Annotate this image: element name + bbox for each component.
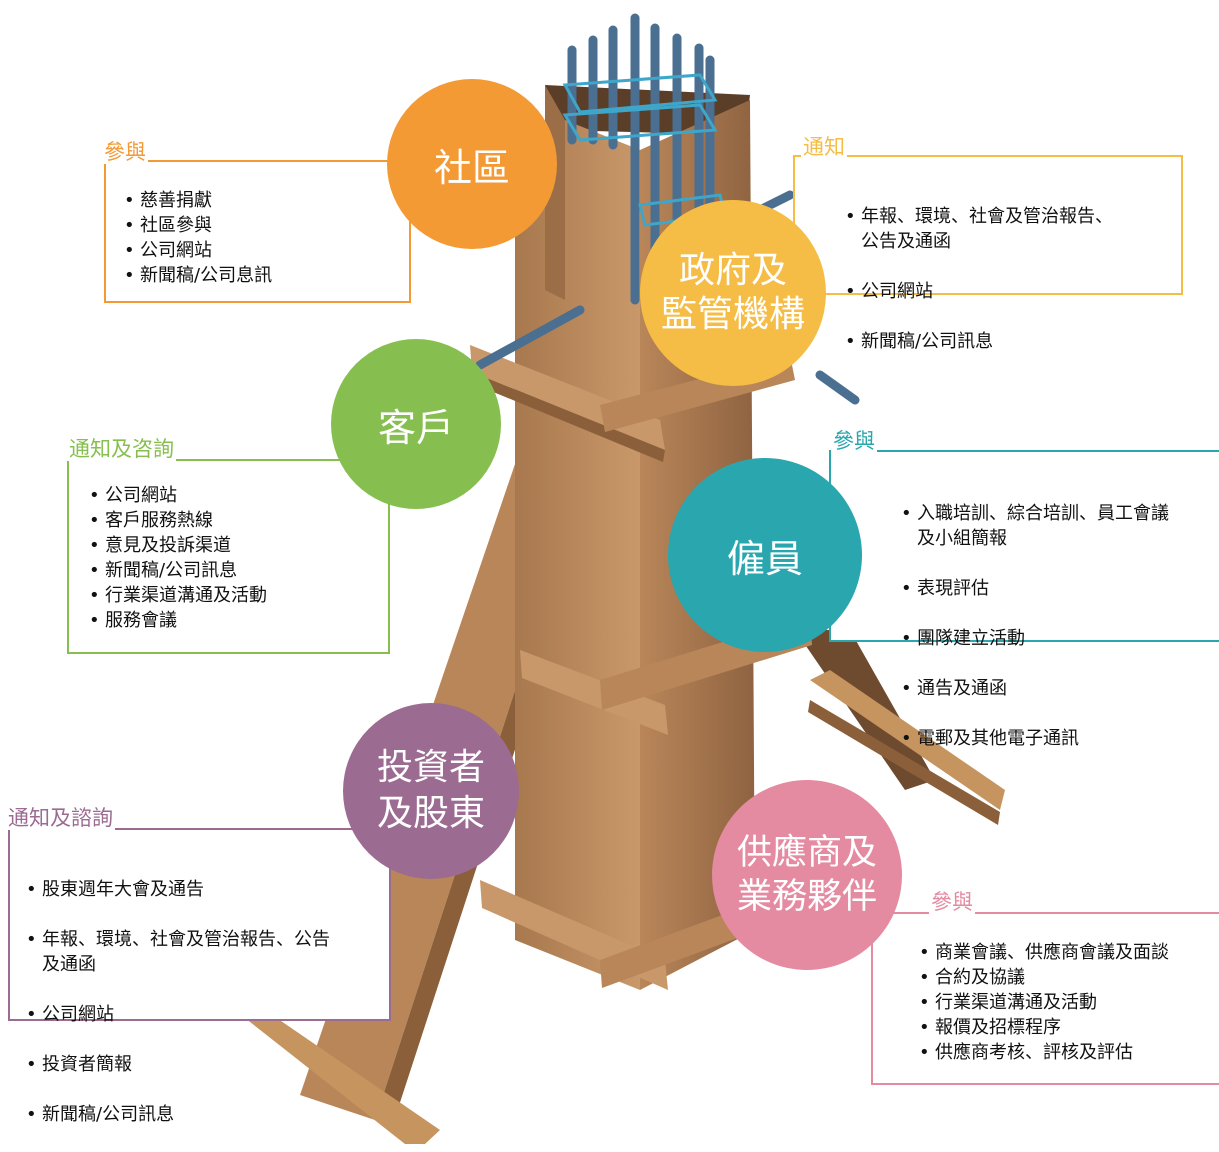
suppliers-box: 參與 商業會議、供應商會議及面談 合約及協議 行業渠道溝通及活動 報價及招標程序… [871, 890, 1219, 1085]
investors-box-title: 通知及諮詢 [6, 806, 115, 830]
government-circle: 政府及 監管機構 [640, 200, 826, 386]
list-item: 年報、環境、社會及管治報告、公告 及通函 [22, 927, 330, 977]
list-item: 團隊建立活動 [897, 626, 1169, 651]
list-item: 年報、環境、社會及管治報告、 公告及通函 [841, 204, 1113, 254]
list-item: 報價及招標程序 [915, 1015, 1169, 1040]
list-item: 新聞稿/公司訊息 [841, 329, 1113, 354]
community-list: 慈善捐獻 社區參與 公司網站 新聞稿/公司息訊 [120, 188, 272, 288]
list-item: 通告及通函 [897, 676, 1169, 701]
government-list: 年報、環境、社會及管治報告、 公告及通函 公司網站 新聞稿/公司訊息 [841, 179, 1113, 379]
government-circle-label: 政府及 監管機構 [660, 250, 805, 335]
suppliers-box-title: 參與 [929, 890, 975, 914]
list-item: 社區參與 [120, 213, 272, 238]
employees-box: 參與 入職培訓、綜合培訓、員工會議 及小組簡報 表現評估 團隊建立活動 通告及通… [829, 429, 1219, 751]
list-item: 公司網站 [120, 238, 272, 263]
list-item: 合約及協議 [915, 965, 1169, 990]
employees-circle-label: 僱員 [726, 536, 803, 581]
customers-circle-label: 客戶 [377, 405, 454, 450]
list-item: 商業會議、供應商會議及面談 [915, 940, 1169, 965]
community-circle: 社區 [387, 79, 557, 249]
suppliers-circle: 供應商及 業務夥伴 [712, 780, 902, 970]
customers-list: 公司網站 客戶服務熱線 意見及投訴渠道 新聞稿/公司訊息 行業渠道溝通及活動 服… [85, 483, 267, 633]
list-item: 行業渠道溝通及活動 [915, 990, 1169, 1015]
list-item: 新聞稿/公司訊息 [22, 1102, 330, 1127]
investors-circle: 投資者 及股東 [343, 703, 519, 879]
employees-list: 入職培訓、綜合培訓、員工會議 及小組簡報 表現評估 團隊建立活動 通告及通函 電… [897, 476, 1169, 776]
list-item: 股東週年大會及通告 [22, 877, 330, 902]
community-box-title: 參與 [102, 140, 148, 164]
community-box: 參與 慈善捐獻 社區參與 公司網站 新聞稿/公司息訊 [102, 140, 411, 303]
investors-list: 股東週年大會及通告 年報、環境、社會及管治報告、公告 及通函 公司網站 投資者簡… [22, 852, 330, 1152]
government-box: 通知 年報、環境、社會及管治報告、 公告及通函 公司網站 新聞稿/公司訊息 [793, 135, 1183, 354]
customers-box: 通知及咨詢 公司網站 客戶服務熱線 意見及投訴渠道 新聞稿/公司訊息 行業渠道溝… [67, 437, 390, 654]
list-item: 公司網站 [22, 1002, 330, 1027]
customers-circle: 客戶 [331, 339, 501, 509]
customers-box-title: 通知及咨詢 [67, 437, 176, 461]
suppliers-circle-label: 供應商及 業務夥伴 [736, 833, 877, 917]
community-circle-label: 社區 [433, 145, 510, 190]
list-item: 表現評估 [897, 576, 1169, 601]
list-item: 電郵及其他電子通訊 [897, 726, 1169, 751]
suppliers-list: 商業會議、供應商會議及面談 合約及協議 行業渠道溝通及活動 報價及招標程序 供應… [915, 940, 1169, 1065]
list-item: 入職培訓、綜合培訓、員工會議 及小組簡報 [897, 501, 1169, 551]
list-item: 客戶服務熱線 [85, 508, 267, 533]
investors-box: 通知及諮詢 股東週年大會及通告 年報、環境、社會及管治報告、公告 及通函 公司網… [6, 806, 391, 1127]
government-box-title: 通知 [801, 135, 847, 159]
list-item: 新聞稿/公司息訊 [120, 263, 272, 288]
list-item: 行業渠道溝通及活動 [85, 583, 267, 608]
list-item: 公司網站 [85, 483, 267, 508]
employees-circle: 僱員 [668, 458, 862, 652]
employees-box-title: 參與 [831, 429, 877, 453]
list-item: 供應商考核、評核及評估 [915, 1040, 1169, 1065]
investors-circle-label: 投資者 及股東 [376, 747, 485, 834]
list-item: 公司網站 [841, 279, 1113, 304]
list-item: 意見及投訴渠道 [85, 533, 267, 558]
list-item: 新聞稿/公司訊息 [85, 558, 267, 583]
list-item: 投資者簡報 [22, 1052, 330, 1077]
list-item: 服務會議 [85, 608, 267, 633]
list-item: 慈善捐獻 [120, 188, 272, 213]
